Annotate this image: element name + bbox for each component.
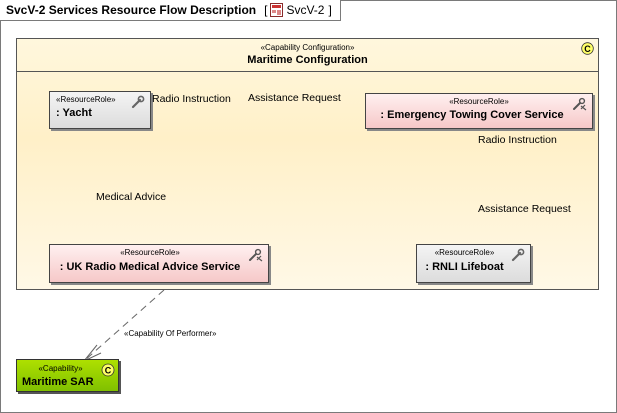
resource-role-yacht[interactable]: «ResourceRole» : Yacht bbox=[49, 91, 151, 129]
capability-badge-icon: C bbox=[101, 363, 115, 377]
capability-badge-icon: C bbox=[581, 42, 594, 55]
ref-close-bracket: ] bbox=[328, 3, 332, 17]
role-name: : Emergency Towing Cover Service bbox=[380, 109, 564, 121]
role-stereotype: «ResourceRole» bbox=[120, 248, 180, 257]
diagram-ref-name[interactable]: SvcV-2 bbox=[286, 3, 325, 17]
role-stereotype: «ResourceRole» bbox=[434, 248, 495, 257]
resource-role-uk-radio-medical[interactable]: «ResourceRole» : UK Radio Medical Advice… bbox=[49, 244, 269, 283]
dependency-label: «Capability Of Performer» bbox=[124, 329, 217, 338]
flow-label-medical-advice: Medical Advice bbox=[96, 191, 167, 203]
role-stereotype: «ResourceRole» bbox=[449, 97, 509, 106]
service-icon bbox=[249, 248, 263, 262]
flow-label-radio-instruction-right: Radio Instruction bbox=[478, 134, 557, 146]
role-name: : UK Radio Medical Advice Service bbox=[59, 261, 241, 273]
wrench-icon bbox=[131, 95, 145, 109]
role-stereotype: «ResourceRole» bbox=[56, 95, 116, 104]
role-name: : RNLI Lifeboat bbox=[425, 261, 504, 273]
ref-open-bracket: [ bbox=[264, 3, 268, 17]
resource-role-rnli-lifeboat[interactable]: «ResourceRole» : RNLI Lifeboat bbox=[416, 244, 531, 283]
diagram-type-icon[interactable] bbox=[270, 3, 284, 17]
configuration-stereotype: «Capability Configuration» bbox=[260, 43, 355, 52]
diagram-title: SvcV-2 Services Resource Flow Descriptio… bbox=[6, 3, 257, 17]
service-icon bbox=[573, 97, 587, 111]
flow-label-assistance-request-right: Assistance Request bbox=[478, 203, 571, 215]
capability-name: Maritime SAR bbox=[22, 376, 94, 388]
configuration-header: «Capability Configuration» Maritime Conf… bbox=[17, 39, 598, 72]
capability-stereotype: «Capability» bbox=[38, 364, 83, 373]
resource-role-emergency-towing[interactable]: «ResourceRole» : Emergency Towing Cover … bbox=[365, 93, 593, 129]
flow-label-radio-instruction: Radio Instruction bbox=[152, 93, 231, 105]
configuration-badge-letter: C bbox=[584, 44, 591, 54]
diagram-header-tab: SvcV-2 Services Resource Flow Descriptio… bbox=[0, 0, 341, 21]
configuration-name: Maritime Configuration bbox=[247, 54, 368, 66]
capability-dependency-line[interactable] bbox=[83, 289, 165, 362]
capability-maritime-sar[interactable]: «Capability» Maritime SAR C bbox=[16, 359, 119, 392]
role-name: : Yacht bbox=[56, 107, 92, 119]
capability-badge-letter: C bbox=[105, 365, 112, 375]
wrench-icon bbox=[511, 248, 525, 262]
flow-label-assistance-request: Assistance Request bbox=[248, 92, 341, 104]
